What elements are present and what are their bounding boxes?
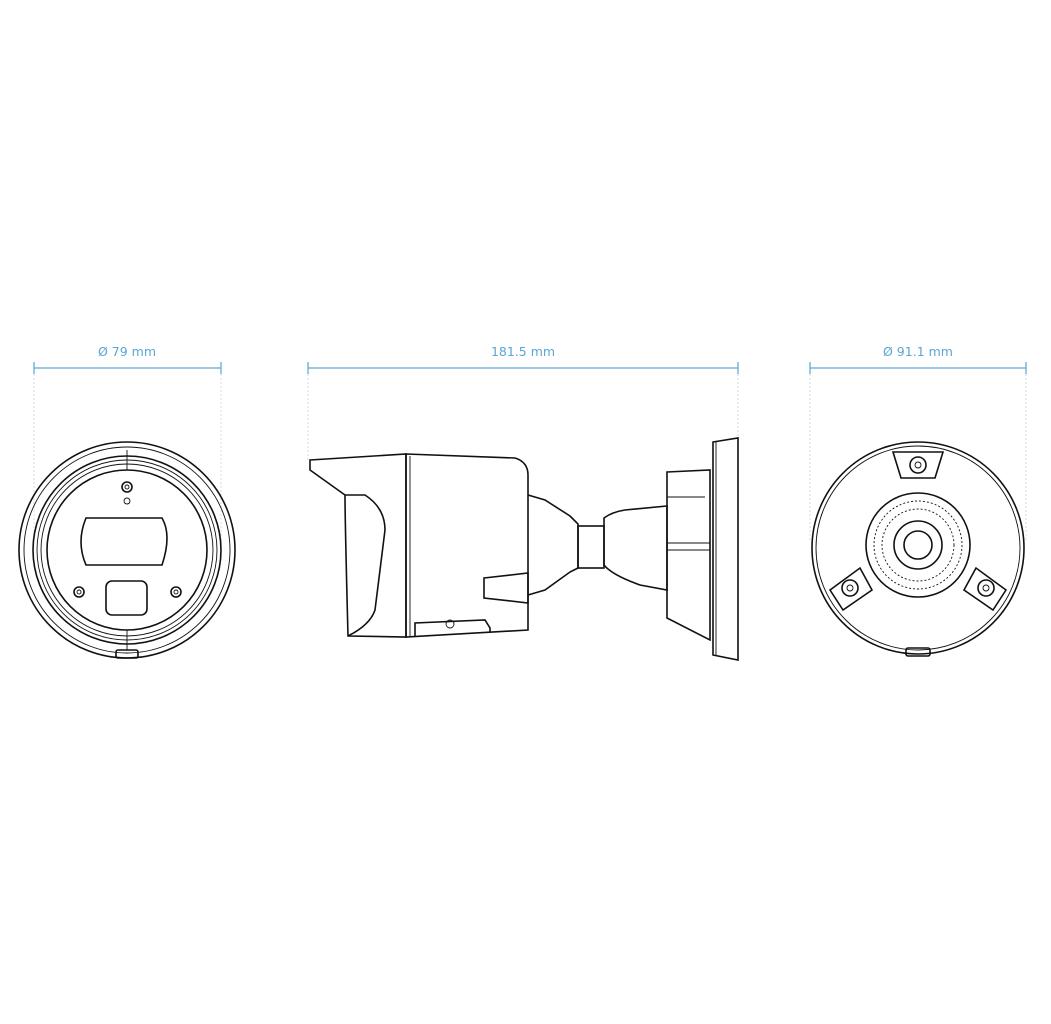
length-label: 181.5 mm [491, 344, 555, 359]
front-dimension: Ø 79 mm [33, 344, 222, 540]
mount-dimension: Ø 91.1 mm [809, 344, 1027, 540]
length-dimension: 181.5 mm [307, 344, 739, 460]
camera-mount-view [811, 441, 1025, 657]
mount-diameter-label: Ø 91.1 mm [883, 344, 953, 359]
camera-side-view [309, 437, 739, 661]
screw-top [891, 451, 945, 479]
screw-left [828, 566, 874, 612]
front-diameter-label: Ø 79 mm [98, 344, 156, 359]
screw-right [962, 566, 1008, 612]
camera-front-view [18, 441, 236, 659]
